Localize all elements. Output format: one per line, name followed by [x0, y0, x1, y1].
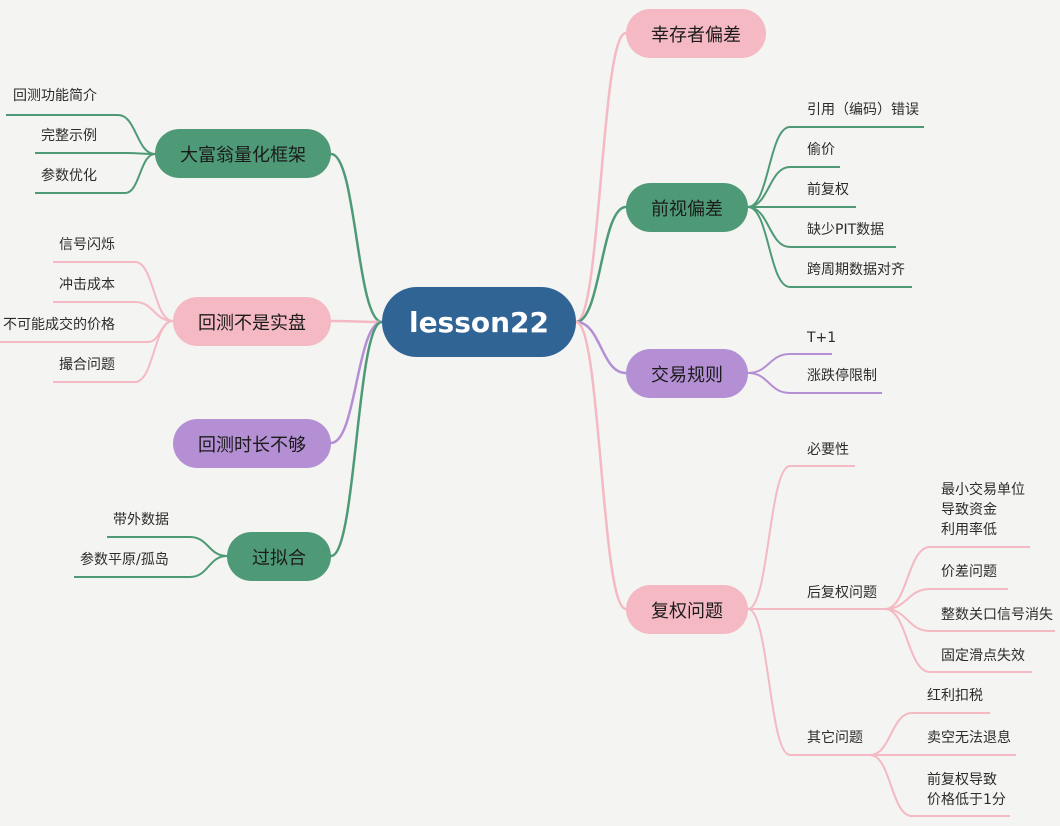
connector-2 — [329, 320, 384, 445]
connector-58 — [869, 754, 913, 817]
leaf-stealing-price[interactable]: 偷价 — [807, 142, 835, 158]
leaf-impossible-price[interactable]: 不可能成交的价格 — [3, 317, 115, 333]
connector-4 — [574, 31, 628, 324]
leaf-param-optimization[interactable]: 参数优化 — [41, 168, 97, 184]
leaf-signal-flicker[interactable]: 信号闪烁 — [59, 237, 115, 253]
leaf-forward-adjust-below-cent[interactable]: 前复权导致 价格低于1分 — [927, 772, 1006, 808]
connector-6 — [574, 320, 628, 375]
leaf-param-plateau-island[interactable]: 参数平原/孤岛 — [80, 552, 169, 568]
leaf-cross-period-alignment[interactable]: 跨周期数据对齐 — [807, 262, 905, 278]
connector-8 — [117, 114, 156, 155]
root-node[interactable]: lesson22 — [382, 287, 576, 357]
connector-1 — [329, 319, 384, 324]
leaf-min-trade-unit[interactable]: 最小交易单位 导致资金 利用率低 — [941, 482, 1025, 538]
leaf-dividend-tax[interactable]: 红利扣税 — [927, 688, 983, 704]
connector-46 — [884, 546, 931, 610]
connector-24 — [189, 555, 228, 578]
connector-34 — [747, 206, 791, 288]
leaf-round-number-signal[interactable]: 整数关口信号消失 — [941, 607, 1053, 623]
connector-5 — [574, 205, 628, 324]
connector-26 — [747, 126, 791, 208]
leaf-backward-adjust-issues[interactable]: 后复权问题 — [807, 585, 877, 601]
connector-40 — [747, 465, 791, 610]
branch-lookahead-bias[interactable]: 前视偏差 — [626, 183, 748, 232]
leaf-fixed-slippage[interactable]: 固定滑点失效 — [941, 648, 1025, 664]
branch-trading-rules[interactable]: 交易规则 — [626, 349, 748, 398]
connector-52 — [884, 608, 931, 673]
connector-32 — [747, 206, 791, 248]
branch-overfitting[interactable]: 过拟合 — [227, 532, 331, 581]
branch-backtest-too-short[interactable]: 回测时长不够 — [173, 419, 331, 468]
connector-28 — [747, 166, 791, 208]
leaf-forward-adjust[interactable]: 前复权 — [807, 182, 849, 198]
connector-7 — [574, 320, 628, 611]
connector-0 — [329, 152, 384, 324]
connector-48 — [884, 588, 931, 610]
connector-20 — [134, 320, 174, 383]
leaf-reference-error[interactable]: 引用（编码）错误 — [807, 102, 919, 118]
branch-survivorship-bias[interactable]: 幸存者偏差 — [626, 9, 766, 58]
connector-38 — [747, 372, 791, 394]
connector-36 — [747, 353, 791, 374]
connector-16 — [134, 301, 174, 322]
connector-12 — [124, 153, 156, 194]
leaf-impact-cost[interactable]: 冲击成本 — [59, 277, 115, 293]
connector-54 — [869, 712, 913, 756]
leaf-price-limit[interactable]: 涨跌停限制 — [807, 368, 877, 384]
connector-44 — [747, 608, 791, 756]
leaf-price-gap[interactable]: 价差问题 — [941, 564, 997, 580]
leaf-necessity[interactable]: 必要性 — [807, 442, 849, 458]
branch-backtest-not-live[interactable]: 回测不是实盘 — [173, 297, 331, 346]
connector-22 — [189, 536, 228, 557]
branch-price-adjustment[interactable]: 复权问题 — [626, 585, 748, 634]
leaf-missing-pit-data[interactable]: 缺少PIT数据 — [807, 222, 885, 238]
leaf-matching-issue[interactable]: 撮合问题 — [59, 357, 115, 373]
leaf-t-plus-1[interactable]: T+1 — [807, 330, 837, 346]
leaf-backtest-intro[interactable]: 回测功能简介 — [13, 88, 97, 104]
leaf-short-no-dividend[interactable]: 卖空无法退息 — [927, 730, 1011, 746]
leaf-other-issues[interactable]: 其它问题 — [807, 730, 863, 746]
connector-14 — [134, 261, 174, 322]
leaf-out-of-band-data[interactable]: 带外数据 — [113, 512, 169, 528]
leaf-full-example[interactable]: 完整示例 — [41, 128, 97, 144]
connector-10 — [124, 152, 156, 155]
connector-3 — [329, 320, 384, 558]
branch-dafuweng-framework[interactable]: 大富翁量化框架 — [155, 129, 331, 178]
